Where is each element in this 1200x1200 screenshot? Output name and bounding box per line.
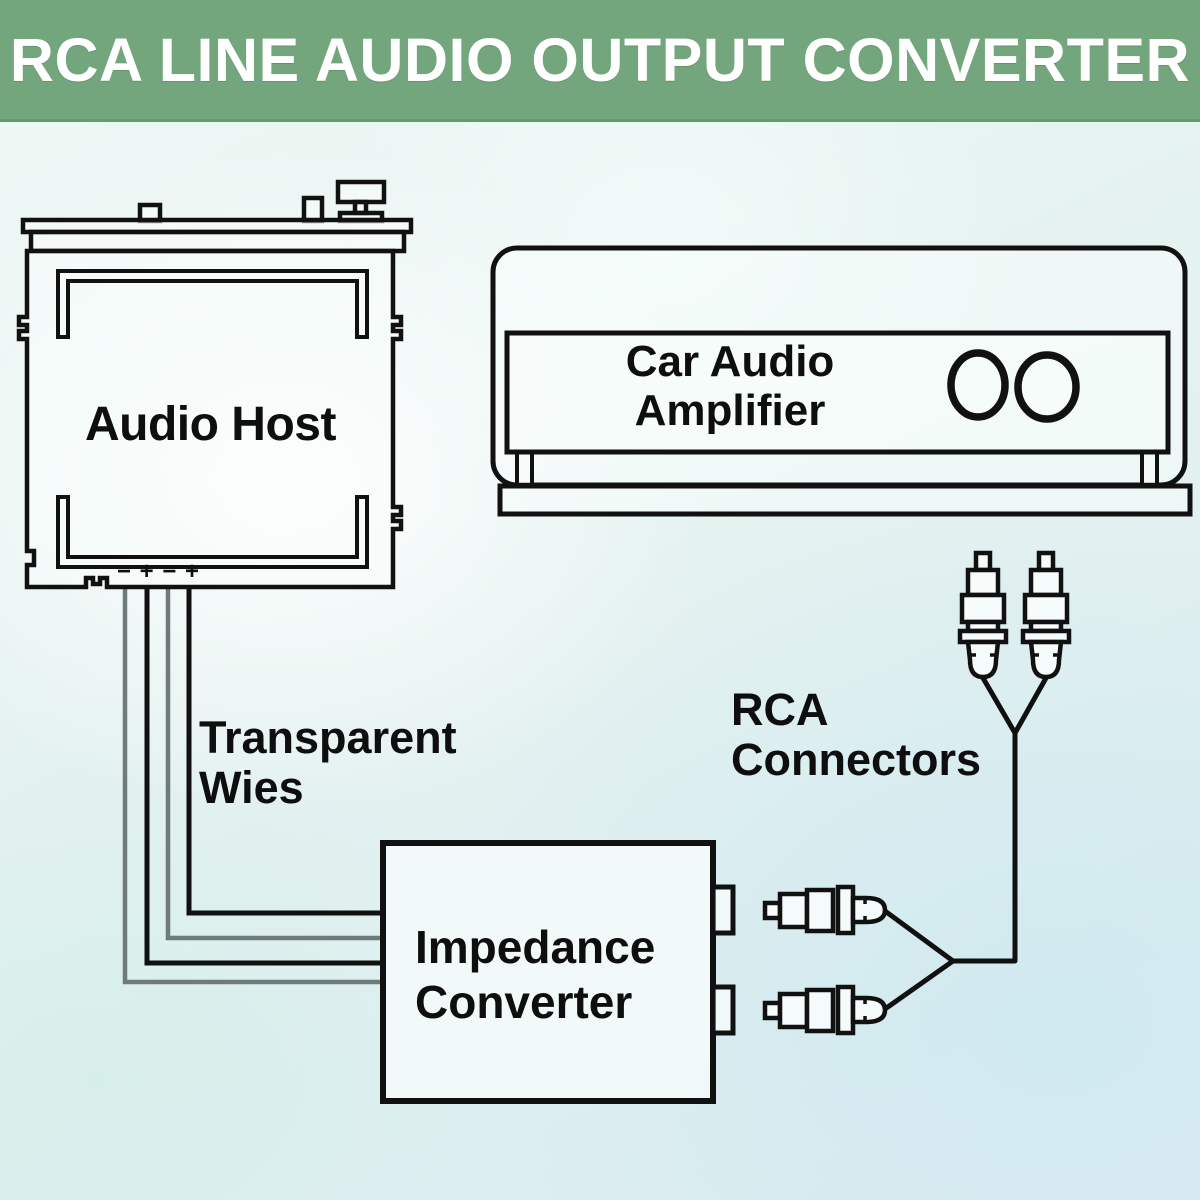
- host-chassis-outline: [16, 248, 404, 590]
- audio-host-terminal-marks: − + − +: [117, 558, 201, 585]
- host-bracket-bottom: [56, 495, 369, 569]
- amp-knob-icon: [1014, 351, 1080, 423]
- amp-base: [497, 483, 1193, 517]
- converter-box: [380, 840, 716, 1104]
- amplifier-label: Car Audio Amplifier: [625, 337, 835, 436]
- impedance-converter-drawing: [380, 840, 736, 1104]
- page-title: RCA LINE AUDIO OUTPUT CONVERTER: [9, 25, 1191, 94]
- audio-host-label: Audio Host: [85, 398, 336, 451]
- amp-foot-left: [515, 450, 534, 487]
- amp-foot-right: [1140, 450, 1159, 487]
- title-banner: RCA LINE AUDIO OUTPUT CONVERTER: [0, 0, 1200, 122]
- transparent-wires-label: Transparent Wies: [199, 712, 457, 814]
- converter-output-jack-top: [710, 884, 736, 936]
- rca-cable-top-run: [882, 730, 1018, 964]
- host-top-band: [28, 229, 407, 254]
- host-top-button-tall: [301, 195, 325, 224]
- speaker-wire-gray-1: [165, 585, 386, 941]
- impedance-converter-label: Impedance Converter: [415, 921, 656, 1029]
- host-top-key: [335, 179, 387, 224]
- speaker-wires: [122, 585, 386, 985]
- host-bracket-top: [56, 269, 369, 339]
- speaker-wire-gray-2: [122, 585, 386, 985]
- rca-y-cable: [882, 675, 1049, 1012]
- rca-connectors-label: RCA Connectors: [731, 684, 982, 786]
- amplifier-drawing: [490, 245, 1193, 517]
- speaker-wire-black-2: [144, 585, 386, 966]
- rca-cable-split-right: [1012, 675, 1049, 736]
- amp-knob-icon: [947, 349, 1009, 421]
- rca-plug-icon: [762, 984, 888, 1036]
- diagram-lines: [16, 179, 1193, 1104]
- rca-plug-icon: [762, 884, 888, 936]
- audio-host-drawing: [16, 179, 414, 590]
- converter-output-jack-bottom: [710, 984, 736, 1036]
- rca-plug-icon: [957, 550, 1009, 680]
- rca-cable-bottom-run: [882, 958, 956, 1012]
- rca-cable-split-left: [980, 675, 1018, 736]
- rca-plug-icon: [1020, 550, 1072, 680]
- speaker-wire-black-1: [186, 585, 386, 916]
